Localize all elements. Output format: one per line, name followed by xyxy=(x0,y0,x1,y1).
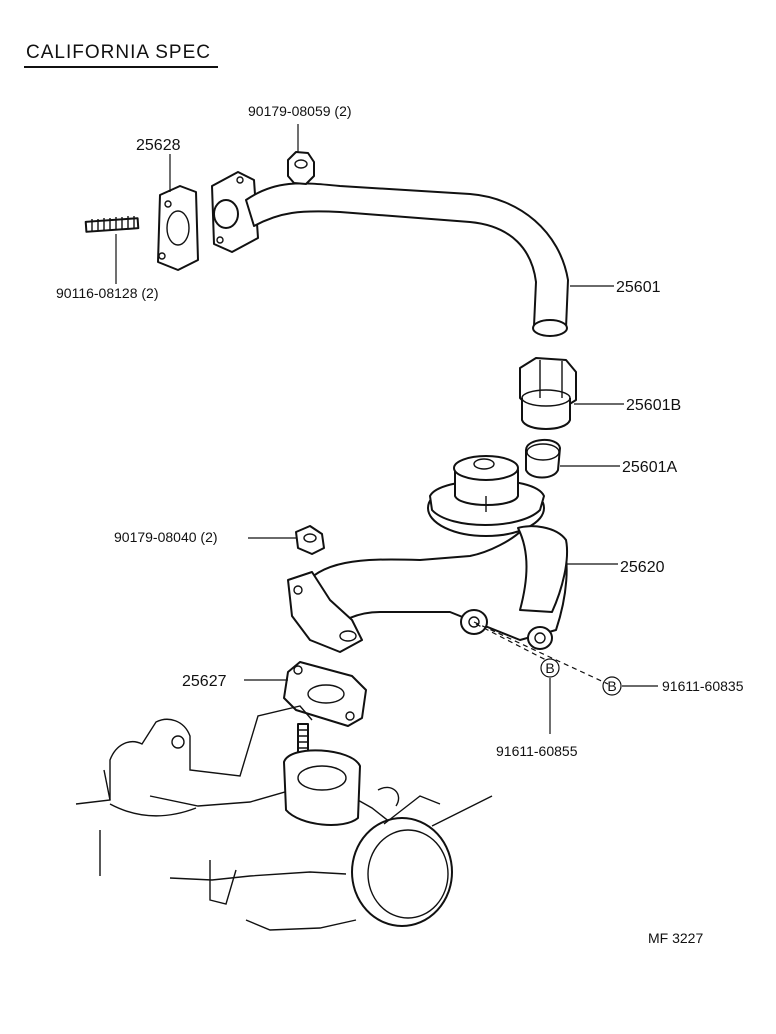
intake-manifold-part xyxy=(75,705,493,931)
stud-part xyxy=(84,216,140,233)
egr-pipe-part xyxy=(245,182,569,337)
label-pipe: 25601 xyxy=(616,279,661,296)
gasket-upper-part xyxy=(157,185,199,271)
label-union-nut: 25601B xyxy=(626,397,681,414)
callout-b-right xyxy=(602,676,622,696)
label-stud: 90116-08128 (2) xyxy=(56,285,158,301)
label-valve: 25620 xyxy=(620,559,665,576)
pipe-flange-part xyxy=(211,171,259,253)
egr-valve-part xyxy=(287,455,568,653)
label-bolt-bottom: 91611-60855 xyxy=(496,743,578,759)
diagram-title: CALIFORNIA SPEC xyxy=(26,42,211,63)
label-ring: 25601A xyxy=(622,459,677,476)
nut-upper-part xyxy=(287,151,315,185)
label-gasket-lower: 25627 xyxy=(182,673,227,690)
label-gasket-upper: 25628 xyxy=(136,137,181,154)
leader-lines xyxy=(115,124,658,734)
nut-mid-part xyxy=(295,525,325,555)
ring-part xyxy=(525,439,561,479)
label-nut-mid: 90179-08040 (2) xyxy=(114,529,218,545)
union-nut-part xyxy=(519,357,577,430)
callout-b-bottom xyxy=(540,658,560,678)
callout-b-right-letter: B xyxy=(607,678,616,694)
label-bolt-right: 91611-60835 xyxy=(662,678,744,694)
figure-code: MF 3227 xyxy=(648,930,703,946)
gasket-lower-part xyxy=(283,661,367,727)
label-nut-top: 90179-08059 (2) xyxy=(248,103,352,119)
callout-b-bottom-letter: B xyxy=(545,660,554,676)
